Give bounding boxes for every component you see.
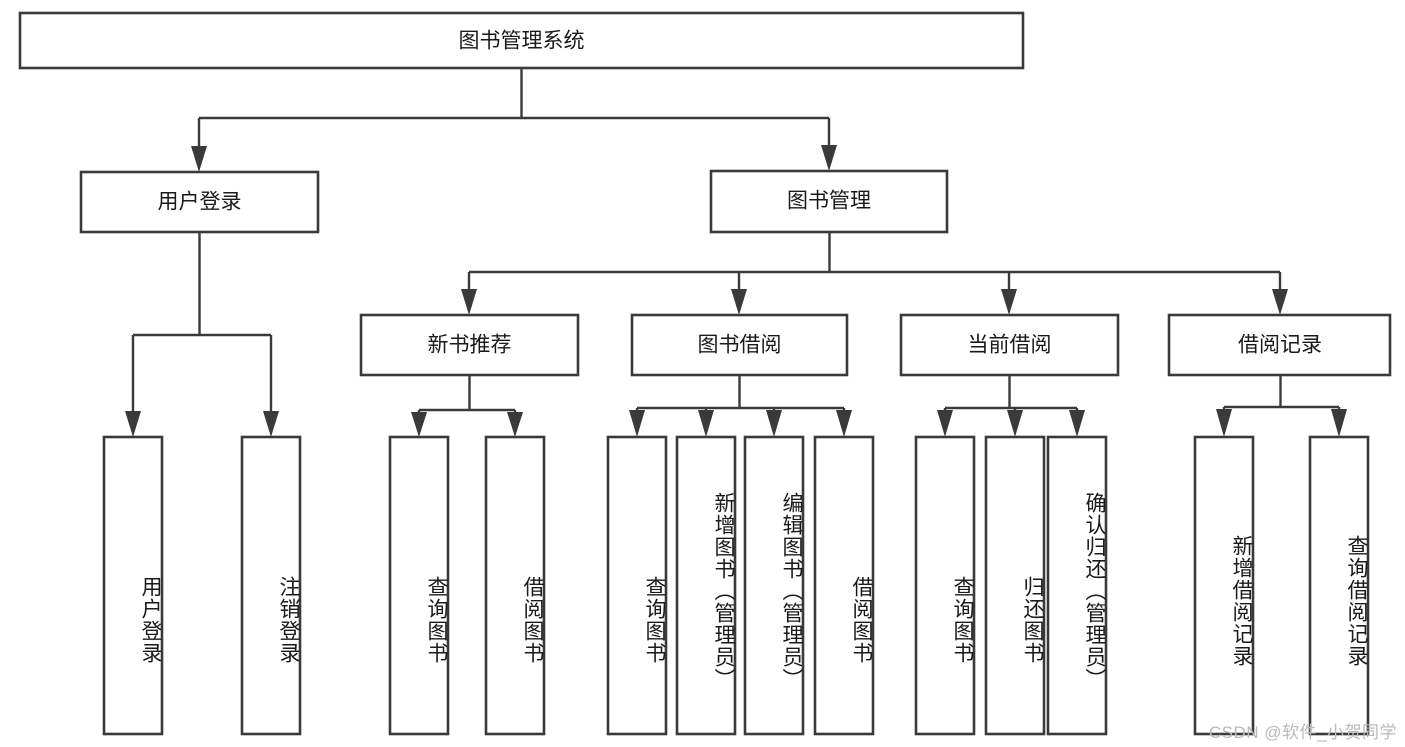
node-borrow-record-box[interactable] bbox=[1167, 313, 1392, 377]
arrow-head-icon bbox=[461, 289, 477, 315]
node-user-login-label: 用户登录 bbox=[158, 191, 242, 214]
node-leaf-borrow-book-1-box[interactable] bbox=[484, 435, 546, 736]
edge-group-current-borrow bbox=[937, 375, 1085, 437]
node-leaf-add-record-box[interactable] bbox=[1193, 435, 1255, 736]
arrow-head-icon bbox=[1069, 410, 1085, 437]
node-new-book-recommend[interactable]: 新书推荐 bbox=[359, 313, 580, 377]
node-leaf-edit-book-box[interactable] bbox=[743, 435, 805, 736]
node-leaf-confirm-return-box[interactable] bbox=[1046, 435, 1108, 736]
node-leaf-add-book-box[interactable] bbox=[675, 435, 737, 736]
node-leaf-query-book-1-box[interactable] bbox=[388, 435, 450, 736]
arrow-head-icon bbox=[836, 410, 852, 437]
node-leaf-query-record-box[interactable] bbox=[1308, 435, 1370, 736]
node-root-label: 图书管理系统 bbox=[459, 30, 585, 53]
arrow-head-icon bbox=[263, 411, 279, 437]
node-user-login-box[interactable] bbox=[79, 170, 320, 234]
node-root[interactable]: 图书管理系统 bbox=[18, 11, 1025, 70]
arrow-head-icon bbox=[731, 289, 747, 315]
node-book-management-label: 图书管理 bbox=[787, 190, 871, 213]
arrow-head-icon bbox=[411, 412, 427, 437]
node-new-book-recommend-label: 新书推荐 bbox=[428, 334, 512, 357]
arrow-head-icon bbox=[1001, 289, 1017, 315]
node-book-borrow[interactable]: 图书借阅 bbox=[630, 313, 849, 377]
edge-group-new-book-recommend bbox=[411, 375, 523, 437]
node-leaf-query-book-2-box[interactable] bbox=[606, 435, 668, 736]
node-current-borrow-label: 当前借阅 bbox=[968, 334, 1052, 357]
edge-group-book-borrow bbox=[629, 375, 852, 437]
node-book-management[interactable]: 图书管理 bbox=[709, 169, 949, 234]
node-current-borrow[interactable]: 当前借阅 bbox=[899, 313, 1120, 377]
leaf-node-group bbox=[102, 435, 1370, 736]
node-leaf-borrow-book-2-box[interactable] bbox=[813, 435, 875, 736]
arrow-head-icon bbox=[821, 145, 837, 171]
node-leaf-logout-login-box[interactable] bbox=[240, 435, 302, 736]
node-borrow-record-label: 借阅记录 bbox=[1238, 334, 1322, 357]
node-leaf-return-book-box[interactable] bbox=[984, 435, 1046, 736]
node-leaf-user-login-box[interactable] bbox=[102, 435, 164, 736]
arrow-head-icon bbox=[1272, 289, 1288, 315]
arrow-head-icon bbox=[1007, 410, 1023, 437]
node-user-login[interactable]: 用户登录 bbox=[79, 170, 320, 234]
node-book-borrow-label: 图书借阅 bbox=[698, 334, 782, 357]
edge-group-book-management bbox=[461, 232, 1288, 315]
arrow-head-icon bbox=[629, 410, 645, 437]
edge-group-root bbox=[191, 68, 837, 172]
arrow-head-icon bbox=[191, 146, 207, 172]
node-borrow-record[interactable]: 借阅记录 bbox=[1167, 313, 1392, 377]
edge-group-borrow-record bbox=[1216, 375, 1347, 437]
edge-group-user-login bbox=[125, 232, 279, 437]
arrow-head-icon bbox=[125, 411, 141, 437]
node-leaf-query-book-3-box[interactable] bbox=[914, 435, 976, 736]
arrow-head-icon bbox=[698, 410, 714, 437]
node-book-borrow-box[interactable] bbox=[630, 313, 849, 377]
arrow-head-icon bbox=[937, 410, 953, 437]
csdn-watermark: CSDN @软件_小贺同学 bbox=[1208, 723, 1397, 742]
node-new-book-recommend-box[interactable] bbox=[359, 313, 580, 377]
node-root-box[interactable] bbox=[18, 11, 1025, 70]
arrow-head-icon bbox=[1331, 409, 1347, 437]
node-current-borrow-box[interactable] bbox=[899, 313, 1120, 377]
arrow-head-icon bbox=[1216, 409, 1232, 437]
node-book-management-box[interactable] bbox=[709, 169, 949, 234]
arrow-head-icon bbox=[507, 412, 523, 437]
arrow-head-icon bbox=[766, 410, 782, 437]
